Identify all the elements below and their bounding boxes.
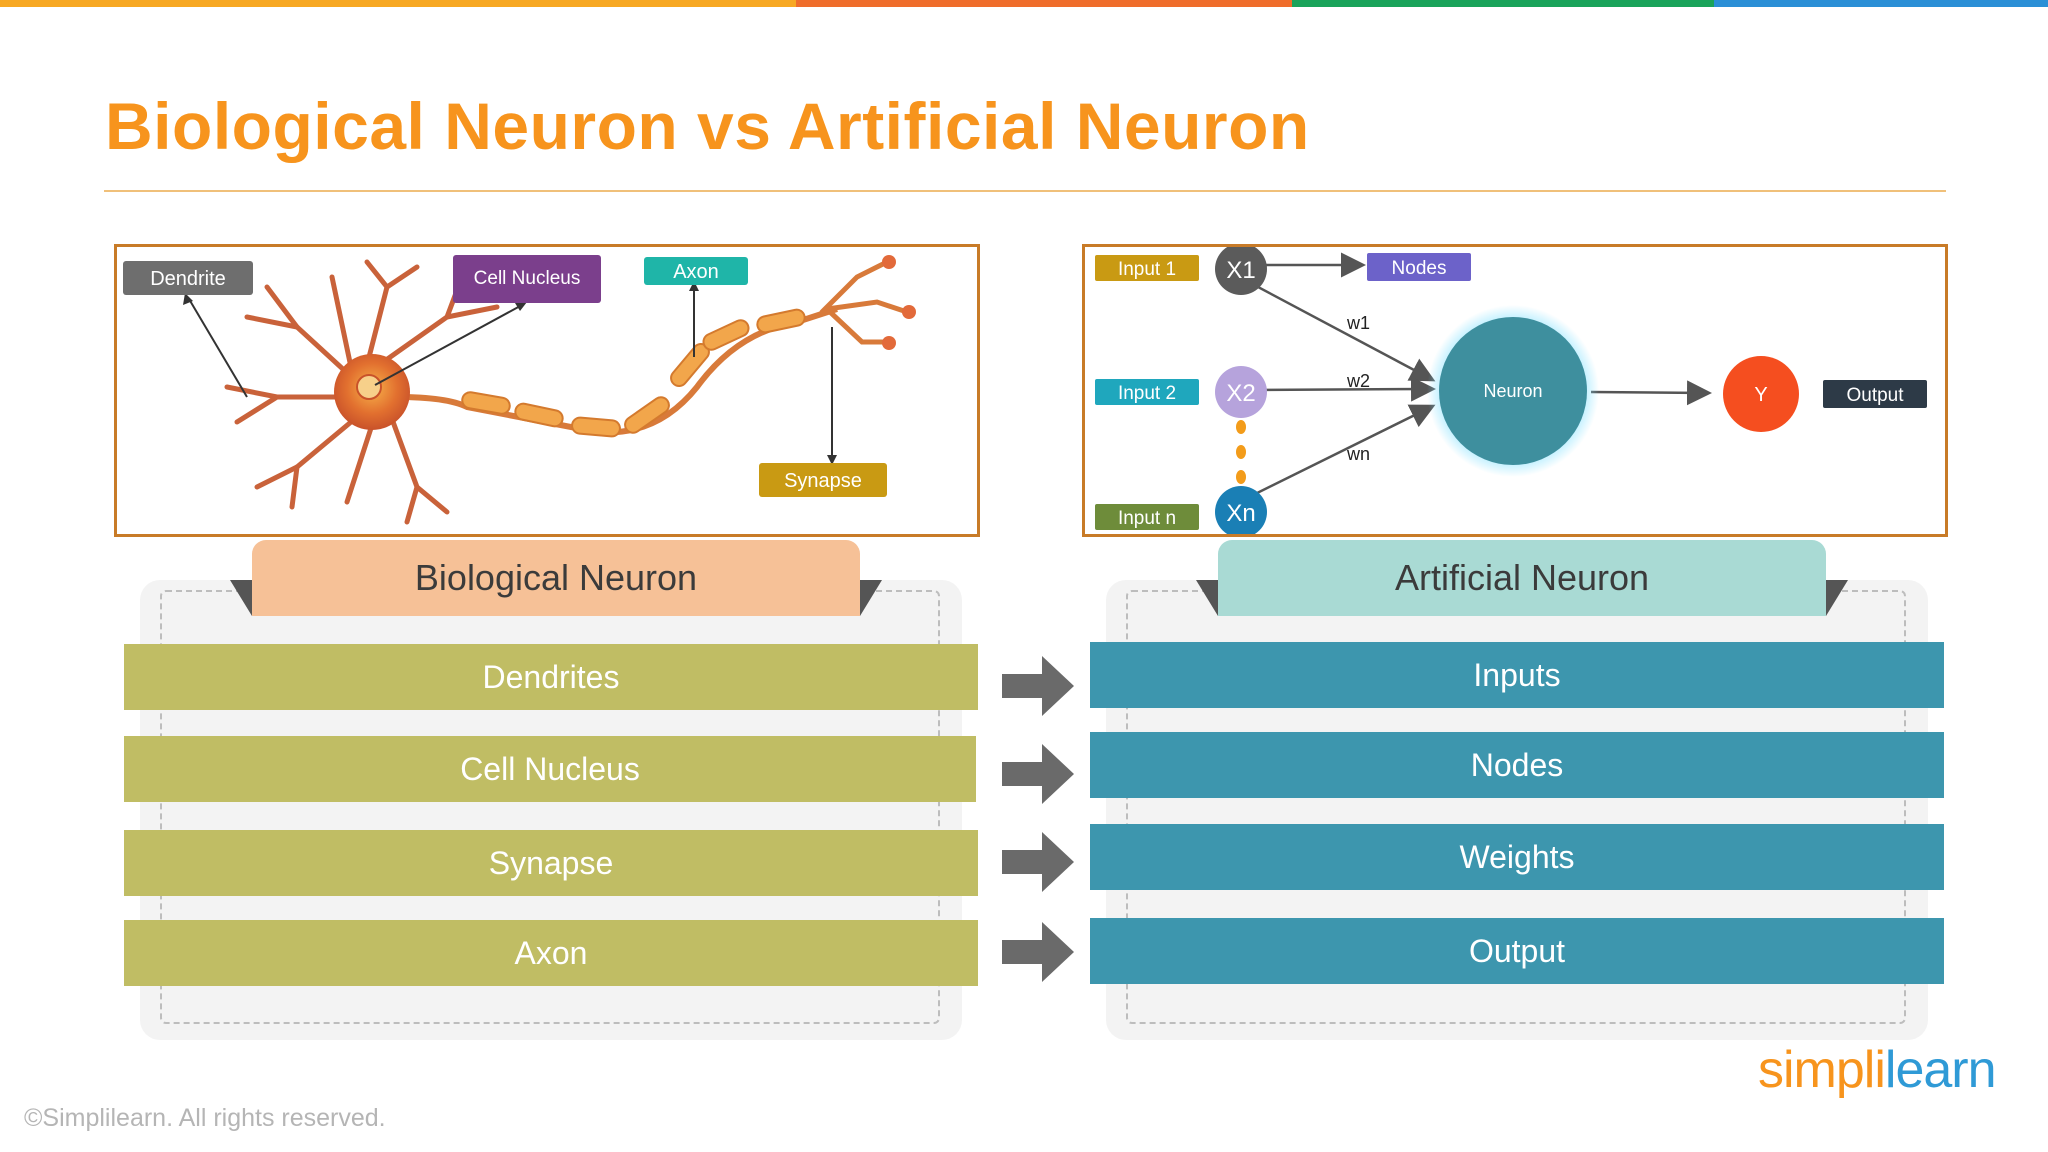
page-title: Biological Neuron vs Artificial Neuron	[105, 89, 1310, 163]
top-bar-segment-yellow	[0, 0, 796, 7]
axon-line	[396, 306, 838, 436]
output-label-text: Output	[1846, 385, 1904, 406]
label-cell-nucleus-text: Cell Nucleus	[473, 268, 581, 289]
bio-row-synapse: Synapse	[124, 830, 978, 896]
ellipsis-dots	[1236, 420, 1246, 484]
synapse-terminals	[819, 259, 910, 345]
bio-row-dendrites: Dendrites	[124, 644, 978, 710]
weight-wn: wn	[1346, 444, 1370, 464]
myelin-sheath	[461, 308, 806, 438]
nucleus	[356, 374, 382, 400]
artificial-header-fold-right	[1826, 580, 1848, 616]
label-synapse: Synapse	[759, 463, 887, 497]
artificial-header-fold-left	[1196, 580, 1218, 616]
input-label-1: Input 1	[1095, 255, 1199, 281]
top-bar-segment-blue	[1714, 0, 2048, 7]
simplilearn-logo: simplilearn	[1758, 1040, 1997, 1100]
art-row-weights-text: Weights	[1459, 838, 1575, 875]
bio-row-synapse-text: Synapse	[488, 844, 614, 881]
node-xn-text: Xn	[1226, 500, 1255, 527]
art-row-nodes-text: Nodes	[1470, 746, 1564, 783]
neuron-node: Neuron	[1439, 317, 1587, 465]
label-dendrite: Dendrite	[123, 261, 253, 295]
biological-neuron-diagram: Dendrite Cell Nucleus Axon Synapse	[114, 244, 980, 537]
output-node-y-text: Y	[1754, 384, 1767, 406]
logo-part-learn: learn	[1884, 1041, 1997, 1099]
art-row-inputs: Inputs	[1090, 642, 1944, 708]
input-label-n: Input n	[1095, 504, 1199, 530]
mapping-arrow-3	[1002, 832, 1074, 892]
node-x1-text: X1	[1226, 257, 1255, 284]
bio-row-cell-nucleus-text: Cell Nucleus	[460, 750, 640, 787]
art-row-output: Output	[1090, 918, 1944, 984]
bio-row-axon-text: Axon	[514, 934, 588, 971]
weight-w2: w2	[1346, 371, 1370, 391]
bio-row-dendrites-text: Dendrites	[482, 658, 620, 695]
neuron-node-text: Neuron	[1483, 381, 1542, 401]
weighted-edges	[1242, 252, 1712, 501]
biological-header-fold-right	[860, 580, 882, 616]
input-label-1-text: Input 1	[1118, 259, 1176, 280]
perceptron-illustration: Input 1 Input 2 Input n X1 X2	[1095, 243, 1927, 538]
mapping-arrow-4	[1002, 922, 1074, 982]
pointer-heads	[183, 281, 837, 465]
artificial-neuron-diagram: Input 1 Input 2 Input n X1 X2	[1082, 243, 1948, 538]
art-row-nodes: Nodes	[1090, 732, 1944, 798]
node-x1: X1	[1215, 243, 1267, 295]
pointer-lines	[188, 287, 833, 459]
node-xn: Xn	[1215, 486, 1267, 538]
bio-row-cell-nucleus: Cell Nucleus	[124, 736, 976, 802]
title-divider	[104, 190, 1946, 192]
dendrite-branches	[224, 259, 500, 525]
nodes-label-text: Nodes	[1392, 258, 1447, 279]
logo-part-i: i	[1874, 1041, 1886, 1099]
input-label-2-text: Input 2	[1118, 383, 1176, 404]
biological-header-fold-left	[230, 580, 252, 616]
biological-neuron-header: Biological Neuron	[252, 540, 860, 616]
node-x2: X2	[1215, 366, 1267, 418]
art-row-weights: Weights	[1090, 824, 1944, 890]
logo-part-simpl: simpl	[1758, 1041, 1875, 1099]
biological-neuron-header-text: Biological Neuron	[414, 557, 698, 598]
art-row-output-text: Output	[1468, 932, 1566, 969]
input-label-n-text: Input n	[1118, 508, 1176, 529]
neuron-illustration: Dendrite Cell Nucleus Axon Synapse	[123, 255, 916, 525]
copyright-notice: ©Simplilearn. All rights reserved.	[24, 1104, 386, 1132]
output-node-y: Y	[1723, 356, 1799, 432]
weight-w1: w1	[1346, 313, 1370, 333]
label-dendrite-text: Dendrite	[150, 268, 226, 290]
synapse-bulbs	[882, 255, 916, 350]
bio-row-axon: Axon	[124, 920, 978, 986]
label-synapse-text: Synapse	[784, 470, 862, 492]
top-bar-segment-green	[1292, 0, 1714, 7]
node-x2-text: X2	[1226, 380, 1255, 407]
output-label: Output	[1823, 380, 1927, 408]
label-cell-nucleus: Cell Nucleus	[453, 255, 601, 303]
top-bar-segment-orange	[796, 0, 1292, 7]
input-label-2: Input 2	[1095, 379, 1199, 405]
mapping-arrow-1	[1002, 656, 1074, 716]
artificial-neuron-header: Artificial Neuron	[1218, 540, 1826, 616]
nodes-label: Nodes	[1367, 253, 1471, 281]
label-axon-text: Axon	[673, 261, 719, 283]
mapping-arrow-2	[1002, 744, 1074, 804]
art-row-inputs-text: Inputs	[1473, 656, 1561, 693]
artificial-neuron-header-text: Artificial Neuron	[1394, 557, 1650, 598]
label-axon: Axon	[644, 257, 748, 285]
